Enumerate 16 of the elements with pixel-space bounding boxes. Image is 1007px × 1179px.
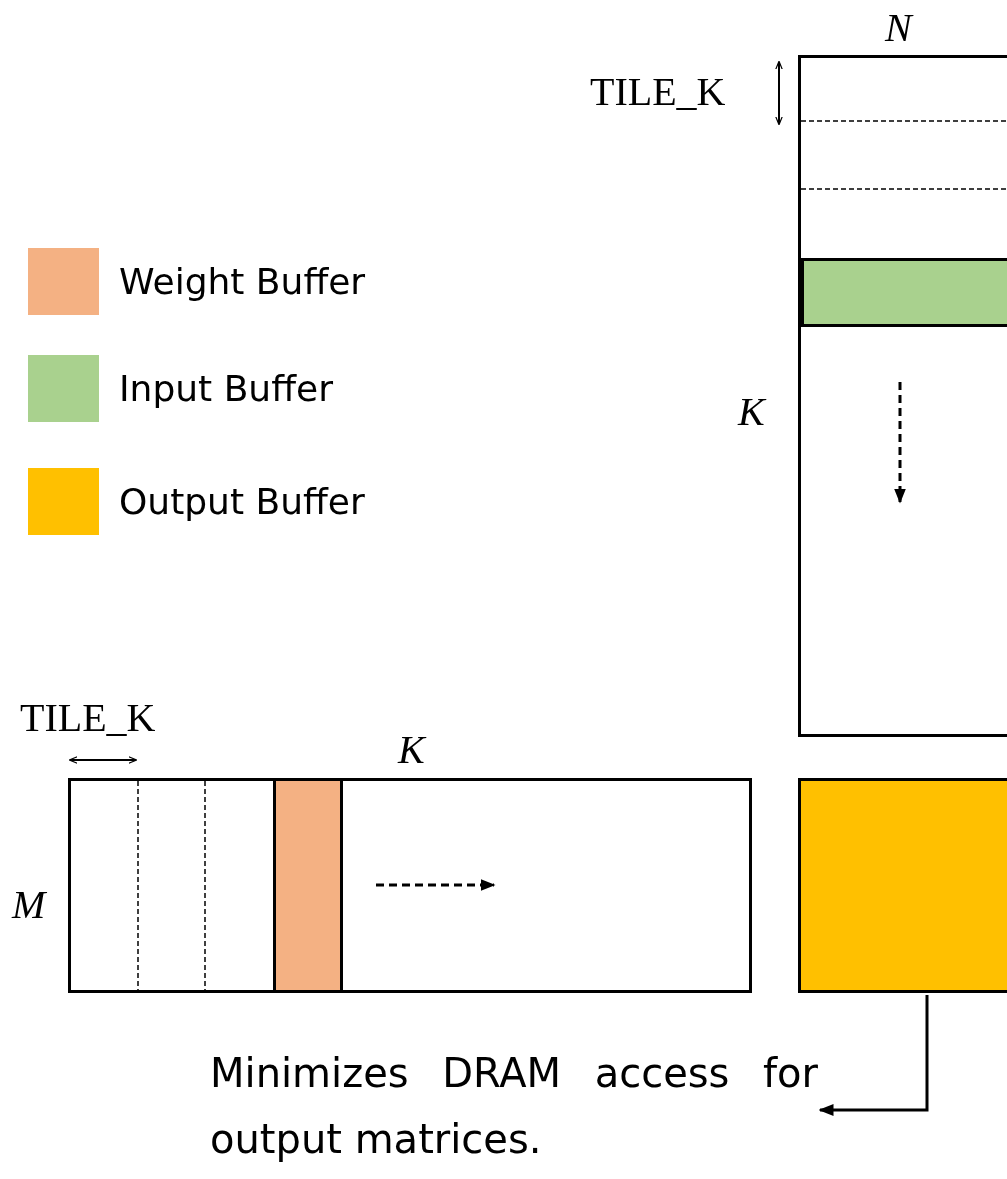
matrix-box: [798, 55, 1007, 737]
arrow: [818, 995, 929, 1116]
axis-label: K: [738, 392, 765, 432]
axis-label: N: [885, 8, 912, 48]
axis-label: M: [12, 885, 46, 925]
axis-label: TILE_K: [20, 698, 156, 738]
axis-label: K: [398, 730, 425, 770]
legend-label: Output Buffer: [119, 481, 365, 522]
note-text: Minimizes DRAM access for output matrices.: [210, 1040, 818, 1172]
legend-label: Weight Buffer: [119, 261, 366, 302]
matrix-box: [68, 778, 752, 993]
axis-label: TILE_K: [590, 72, 726, 112]
output-matrix: [798, 778, 1007, 993]
weight-tile-column: [273, 778, 343, 993]
legend-label: Input Buffer: [119, 368, 333, 409]
input-tile-band: [801, 258, 1007, 327]
